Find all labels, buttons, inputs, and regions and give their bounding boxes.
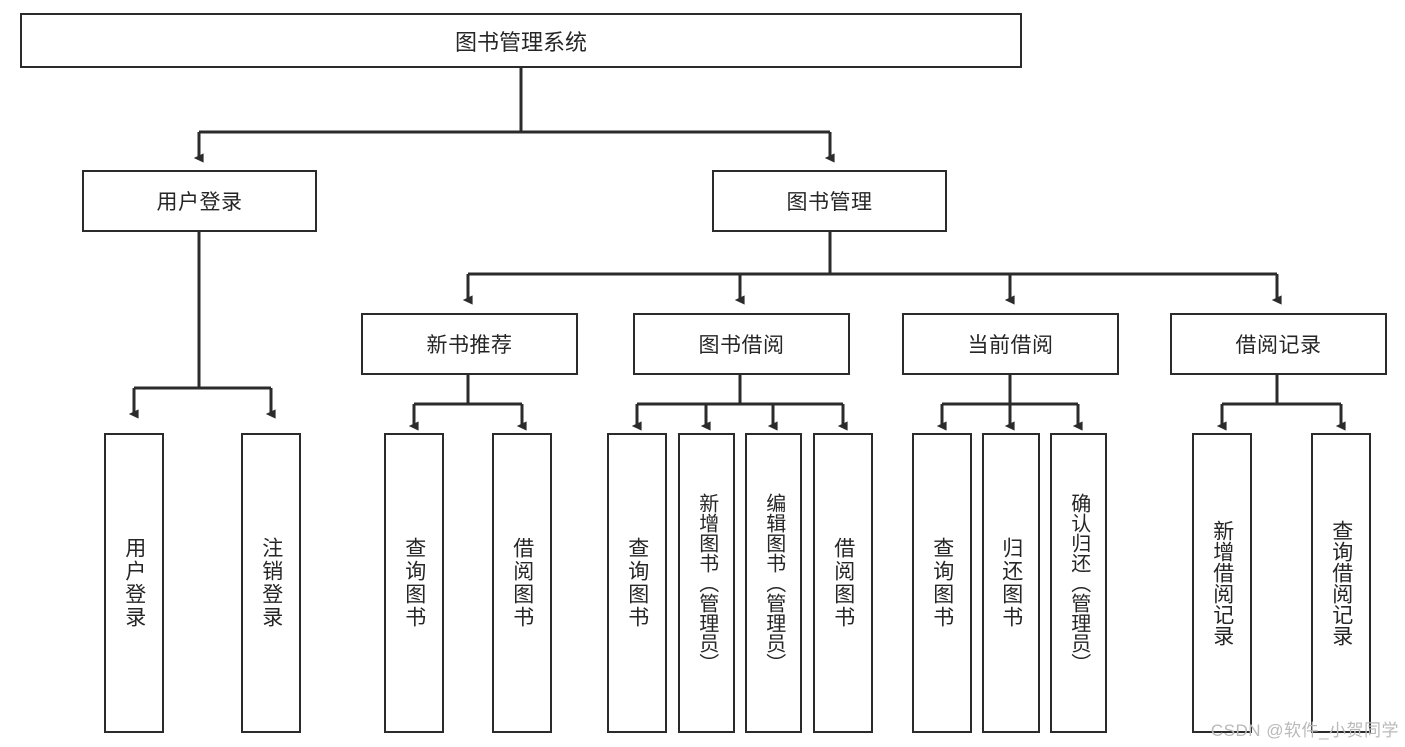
node-root-label: 图书管理系统 [454,29,587,55]
node-user-login[interactable]: 用户登录 [82,170,317,232]
leaf-add-book[interactable]: 新增图书（管理员） [678,433,735,733]
node-current-borrow[interactable]: 当前借阅 [902,313,1119,375]
leaf-return-book[interactable]: 归还图书 [982,433,1040,733]
leaf-query-book-3[interactable]: 查询图书 [912,433,972,733]
leaf-borrow-book-1-label: 借阅图书 [510,537,534,629]
leaf-query-book-1[interactable]: 查询图书 [384,433,444,733]
leaf-query-book-2-label: 查询图书 [625,537,649,629]
leaf-user-logout-label: 注销登录 [259,537,283,629]
node-borrow-record[interactable]: 借阅记录 [1170,313,1387,375]
leaf-borrow-book-2-label: 借阅图书 [831,537,855,629]
leaf-query-book-2[interactable]: 查询图书 [607,433,667,733]
leaf-edit-book-label: 编辑图书（管理员） [762,493,785,673]
leaf-add-record-label: 新增借阅记录 [1210,520,1234,646]
leaf-borrow-book-1[interactable]: 借阅图书 [492,433,552,733]
leaf-confirm-return-label: 确认归还（管理员） [1067,493,1090,673]
node-book-manage-label: 图书管理 [786,191,873,214]
leaf-query-record[interactable]: 查询借阅记录 [1311,433,1371,733]
node-root[interactable]: 图书管理系统 [20,13,1022,68]
watermark-text: CSDN @软件_小贺同学 [1210,721,1399,740]
node-user-login-label: 用户登录 [156,191,243,214]
leaf-query-record-label: 查询借阅记录 [1329,520,1353,646]
leaf-confirm-return[interactable]: 确认归还（管理员） [1050,433,1107,733]
node-new-book-recommend[interactable]: 新书推荐 [361,313,578,375]
leaf-query-book-1-label: 查询图书 [402,537,426,629]
node-borrow-record-label: 借阅记录 [1235,334,1322,357]
node-book-manage[interactable]: 图书管理 [712,170,947,232]
node-current-borrow-label: 当前借阅 [967,334,1054,357]
node-new-book-recommend-label: 新书推荐 [426,334,513,357]
node-book-borrow[interactable]: 图书借阅 [633,313,850,375]
leaf-add-book-label: 新增图书（管理员） [695,493,718,673]
leaf-user-login-label: 用户登录 [122,537,146,629]
leaf-user-login[interactable]: 用户登录 [104,433,164,733]
node-book-borrow-label: 图书借阅 [698,334,785,357]
leaf-borrow-book-2[interactable]: 借阅图书 [813,433,873,733]
leaf-edit-book[interactable]: 编辑图书（管理员） [745,433,802,733]
leaf-query-book-3-label: 查询图书 [930,537,954,629]
leaf-return-book-label: 归还图书 [999,537,1023,629]
leaf-add-record[interactable]: 新增借阅记录 [1192,433,1252,733]
leaf-user-logout[interactable]: 注销登录 [241,433,301,733]
